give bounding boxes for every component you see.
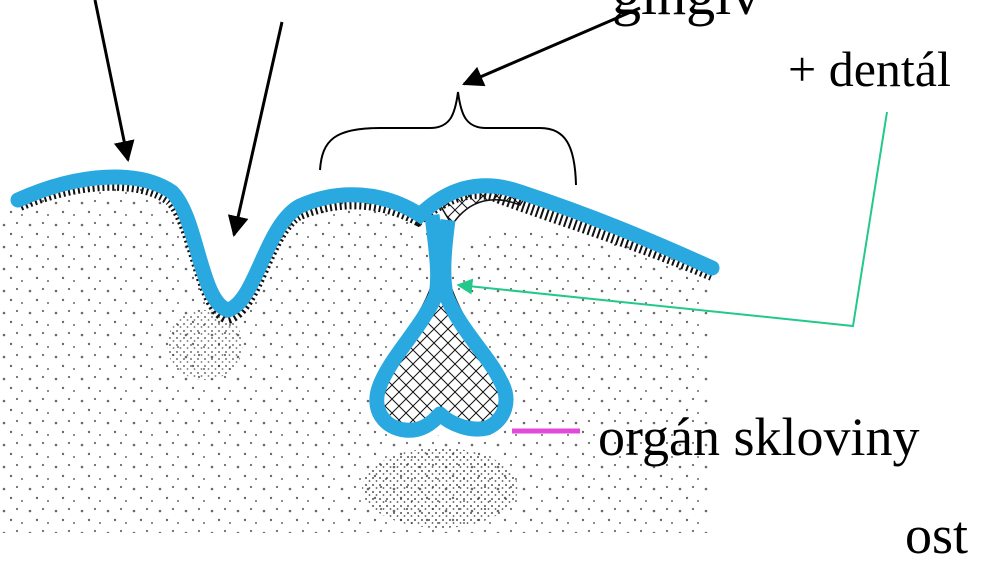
arrow-surface-epithelium <box>95 0 128 160</box>
dental-label: + dentál <box>788 44 951 94</box>
gingiva-label: gingiv <box>612 0 760 24</box>
pit-condensation <box>167 310 243 380</box>
bottom-right-label: ost <box>905 508 968 562</box>
mesenchyme-region <box>0 178 710 533</box>
gingiva-brace <box>320 92 576 185</box>
dental-papilla-condensation <box>362 448 518 528</box>
arrow-vestibular-pit <box>234 22 282 235</box>
enamel-organ-label: orgán skloviny <box>598 410 920 464</box>
